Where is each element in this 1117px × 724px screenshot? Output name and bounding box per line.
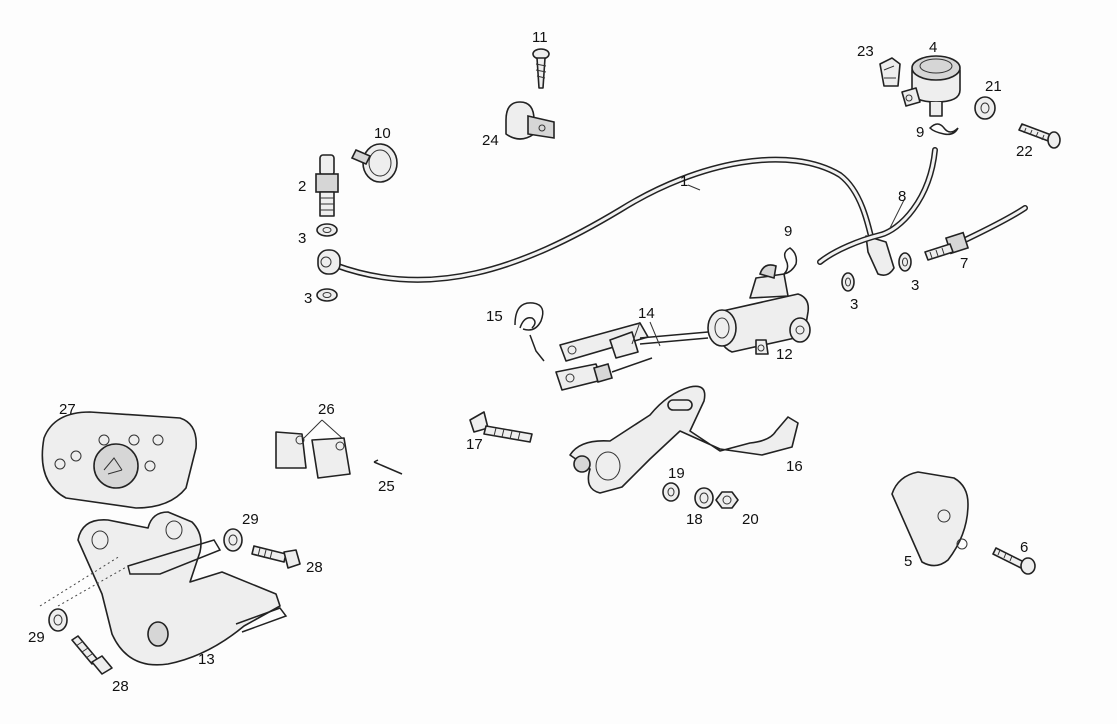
part-2-banjo-bolt <box>315 154 339 217</box>
callout-29-a: 29 <box>242 511 259 528</box>
callout-labels: 1 2 3 3 3 3 4 5 6 7 8 9 9 10 11 12 13 14… <box>28 29 1033 695</box>
callout-9-b: 9 <box>784 223 792 240</box>
callout-3-b: 3 <box>304 290 312 307</box>
callout-28-a: 28 <box>306 559 323 576</box>
part-1-brake-hose <box>317 156 895 283</box>
part-21-grommet <box>974 96 996 120</box>
callout-8: 8 <box>898 188 906 205</box>
part-18-spacer <box>694 487 714 509</box>
part-12-master-cylinder <box>707 264 811 355</box>
callout-23: 23 <box>857 43 874 60</box>
part-6-screw <box>992 547 1036 575</box>
part-14-push-rod <box>555 322 709 391</box>
callout-3-c: 3 <box>850 296 858 313</box>
part-3-washers <box>316 223 912 302</box>
callout-6: 6 <box>1020 539 1028 556</box>
reference-lines <box>39 555 129 607</box>
callout-9-a: 9 <box>916 124 924 141</box>
part-13-caliper-bracket <box>77 511 288 666</box>
callout-25: 25 <box>378 478 395 495</box>
callout-28-b: 28 <box>112 678 129 695</box>
part-26-brake-pads <box>275 419 351 479</box>
callout-2: 2 <box>298 178 306 195</box>
part-24-p-clamp <box>505 101 555 140</box>
part-16-brake-pedal <box>569 385 799 494</box>
callout-26: 26 <box>318 401 335 418</box>
part-29-washers <box>48 528 243 632</box>
part-20-nut <box>715 491 739 509</box>
callout-3-a: 3 <box>298 230 306 247</box>
part-23-clip <box>879 57 901 87</box>
part-17-bolt <box>469 411 533 443</box>
part-4-fluid-reservoir <box>901 55 961 117</box>
callout-11: 11 <box>532 29 548 46</box>
callout-29-b: 29 <box>28 629 45 646</box>
leader-lines <box>631 184 906 347</box>
callout-27: 27 <box>59 401 76 418</box>
callout-19: 19 <box>668 465 685 482</box>
part-11-screw <box>532 48 550 89</box>
part-7-hose-fitting <box>924 205 1028 261</box>
part-25-pin <box>373 459 403 475</box>
callout-14: 14 <box>638 305 655 322</box>
callout-18: 18 <box>686 511 703 528</box>
part-27-brake-caliper <box>41 411 197 509</box>
part-15-return-spring <box>514 302 545 362</box>
part-10-hose-clamp <box>350 143 398 183</box>
part-5-cover <box>891 471 969 567</box>
callout-7: 7 <box>960 255 968 272</box>
part-28-bolts <box>71 545 301 675</box>
callout-3-d: 3 <box>911 277 919 294</box>
callout-10: 10 <box>374 125 391 142</box>
callout-16: 16 <box>786 458 803 475</box>
callout-20: 20 <box>742 511 759 528</box>
callout-4: 4 <box>929 39 937 56</box>
callout-12: 12 <box>776 346 793 363</box>
callout-21: 21 <box>985 78 1002 95</box>
part-8-reservoir-hose <box>817 147 938 265</box>
callout-5: 5 <box>904 553 912 570</box>
callout-22: 22 <box>1016 143 1033 160</box>
callout-1: 1 <box>680 173 688 190</box>
part-19-washer <box>662 482 680 502</box>
callout-24: 24 <box>482 132 499 149</box>
callout-13: 13 <box>198 651 215 668</box>
callout-15: 15 <box>486 308 503 325</box>
part-22-screw <box>1018 123 1061 149</box>
callout-17: 17 <box>466 436 483 453</box>
